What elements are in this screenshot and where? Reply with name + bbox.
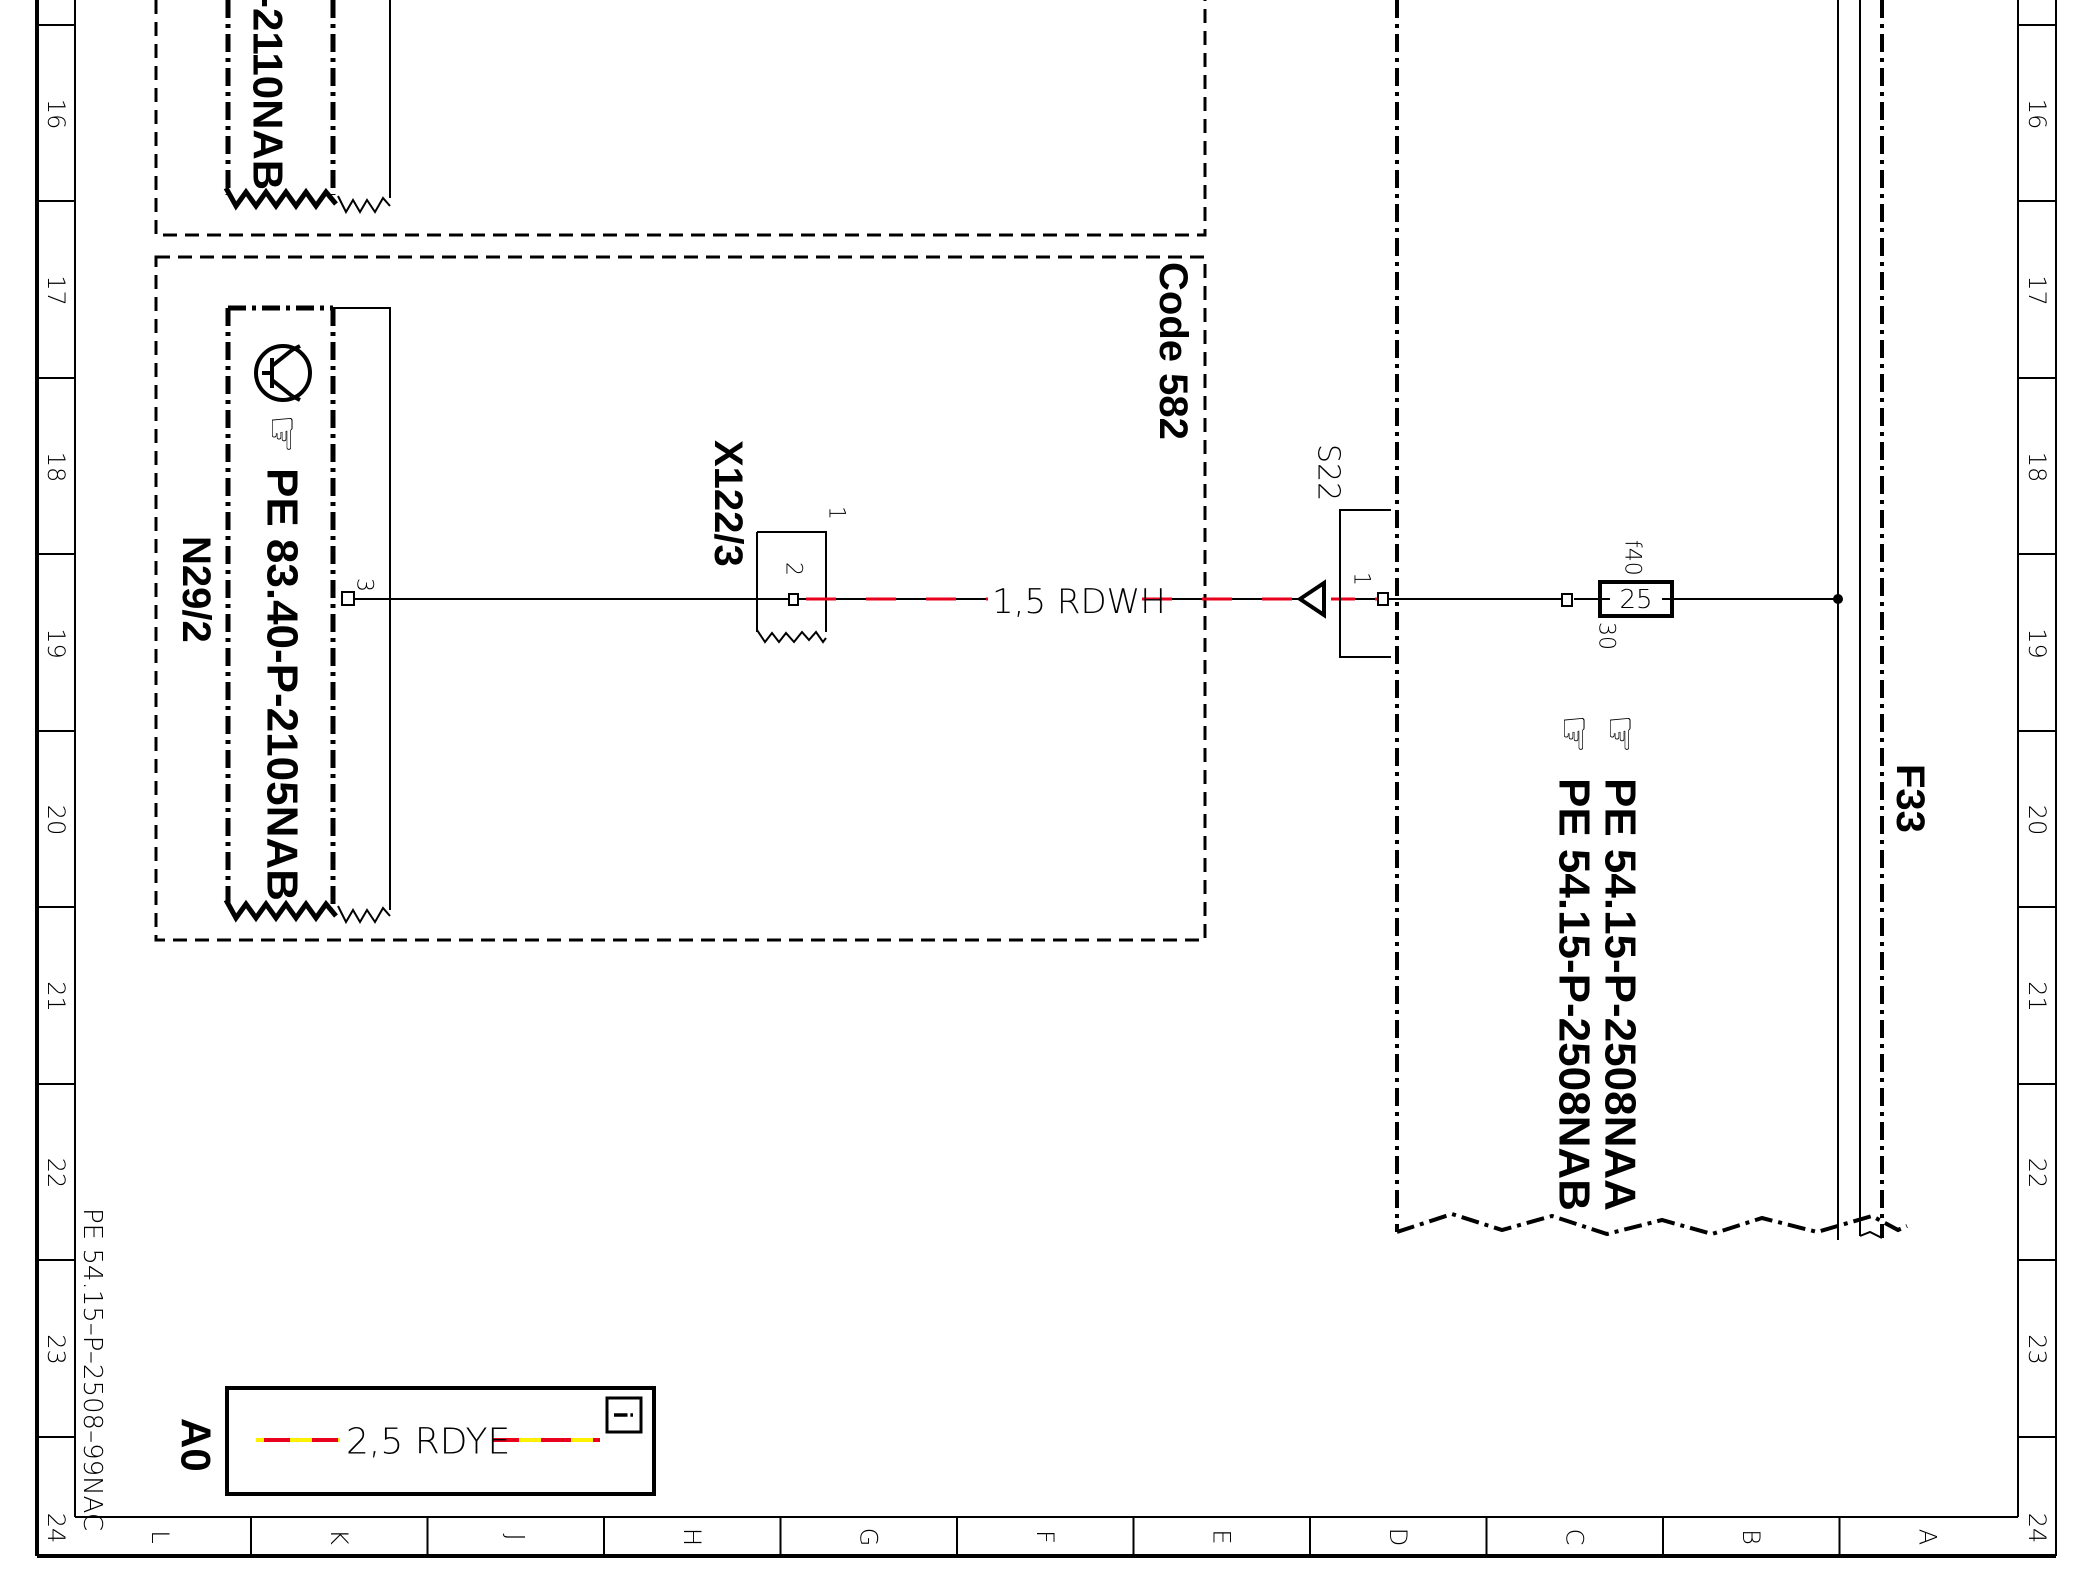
row-number-label: 24 xyxy=(42,1513,70,1544)
sheet-frame xyxy=(35,0,2057,1558)
row-grid-ticks xyxy=(37,24,2056,1438)
svg-text:☞: ☞ xyxy=(258,414,307,453)
wire-main-label: 1,5 RDWH xyxy=(992,582,1166,622)
module-n29-2 xyxy=(223,305,391,925)
row-numbers-left: 16 17 18 19 20 21 22 23 24 xyxy=(42,99,70,1544)
pointing-hand-icon: ☞ xyxy=(1596,714,1645,753)
transistor-symbol-icon xyxy=(254,344,312,402)
column-letter-label: E xyxy=(1208,1529,1236,1544)
sheet-reference: PE 54.15–P–2508–99NAC xyxy=(77,1208,107,1531)
fuse-doc-ref-b: PE 54.15-P-2508NAB xyxy=(1550,778,1599,1211)
row-number-label: 17 xyxy=(2023,275,2051,306)
column-letter-label: C xyxy=(1561,1529,1589,1546)
row-number-label: 24 xyxy=(2023,1513,2051,1544)
module-id: N29/2 xyxy=(174,536,218,643)
fuse-f40 xyxy=(1561,580,1674,618)
row-number-label: 23 xyxy=(2023,1334,2051,1365)
row-number-label: 19 xyxy=(42,628,70,659)
upper-doc-ref: -2110NAB xyxy=(245,0,292,190)
wire-main xyxy=(355,594,1843,604)
splice-pin: 1 xyxy=(1349,572,1374,586)
fuse-block-label: f40 xyxy=(1620,540,1645,576)
legend-box xyxy=(225,1386,656,1496)
connector-pin-inner: 2 xyxy=(781,562,806,576)
column-letter-label: D xyxy=(1384,1528,1412,1546)
splice-id: S22 xyxy=(1311,444,1346,501)
column-letter-label: A xyxy=(1914,1529,1942,1545)
row-number-label: 20 xyxy=(2023,805,2051,836)
column-letter-label: L xyxy=(146,1530,174,1543)
module-pin: 3 xyxy=(352,578,377,592)
row-numbers-right: 16 17 18 19 20 21 22 23 24 xyxy=(2023,99,2051,1544)
upper-dashed-box xyxy=(154,0,1207,237)
pointing-hand-icon: ☞ xyxy=(1550,714,1599,753)
column-letter-label: G xyxy=(855,1528,883,1547)
column-grid-ticks xyxy=(250,1517,1841,1556)
svg-text:i: i xyxy=(608,1411,638,1418)
connector-pin-outer: 1 xyxy=(824,506,849,520)
row-number-label: 23 xyxy=(42,1334,70,1365)
fuse-box-id: F33 xyxy=(1888,764,1932,833)
row-number-label: 21 xyxy=(42,981,70,1012)
module-pin-terminal xyxy=(341,591,355,606)
connector-x122-3 xyxy=(756,531,827,644)
column-letter-label: H xyxy=(678,1528,706,1546)
column-letter-label: K xyxy=(325,1529,353,1545)
row-number-label: 17 xyxy=(42,275,70,306)
info-icon: i xyxy=(605,1396,643,1434)
fuse-box-f33 xyxy=(1395,0,1908,1240)
svg-text:☞: ☞ xyxy=(1550,714,1599,753)
row-number-label: 18 xyxy=(2023,452,2051,483)
column-letter-label: F xyxy=(1031,1530,1059,1544)
column-letter-label: B xyxy=(1737,1529,1765,1545)
row-number-label: 21 xyxy=(2023,981,2051,1012)
fuse-terminal-label: 30 xyxy=(1594,622,1619,650)
row-number-label: 20 xyxy=(42,805,70,836)
row-number-label: 18 xyxy=(42,452,70,483)
code-label: Code 582 xyxy=(1151,262,1195,440)
connector-id: X122/3 xyxy=(706,440,750,567)
row-number-label: 19 xyxy=(2023,628,2051,659)
column-letter-label: J xyxy=(502,1533,530,1540)
legend-wire-label: 2,5 RDYE xyxy=(346,1422,510,1463)
legend-id: A0 xyxy=(173,1418,220,1472)
pointing-hand-icon: ☞ xyxy=(258,414,307,453)
row-number-label: 16 xyxy=(42,99,70,130)
module-doc-ref: PE 83.40-P-2105NAB xyxy=(258,468,307,901)
fuse-rating: 25 xyxy=(1619,585,1652,615)
fuse-doc-ref-a: PE 54.15-P-2508NAA xyxy=(1596,778,1645,1211)
splice-s22 xyxy=(1296,509,1391,658)
row-number-label: 22 xyxy=(42,1158,70,1189)
svg-text:☞: ☞ xyxy=(1596,714,1645,753)
row-number-label: 22 xyxy=(2023,1158,2051,1189)
row-number-label: 16 xyxy=(2023,99,2051,130)
